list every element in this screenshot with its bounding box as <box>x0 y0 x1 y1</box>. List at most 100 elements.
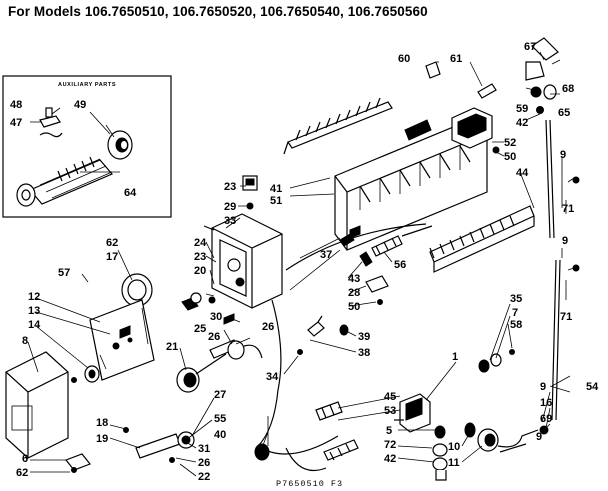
aux-valve-stem <box>45 107 53 118</box>
callout-23: 23 <box>194 251 206 263</box>
part-28-bracket <box>365 275 389 293</box>
leader-lines <box>27 51 575 477</box>
callout-62: 62 <box>106 237 118 249</box>
drawing-code: P7650510 F3 <box>276 479 343 489</box>
mold-inlet <box>404 119 432 141</box>
callout-6: 6 <box>22 453 28 465</box>
part-10-washer <box>464 422 476 438</box>
ice-mold <box>334 107 500 251</box>
part-61-shaft <box>477 83 497 99</box>
callout-71: 71 <box>562 203 574 215</box>
ejector-blade <box>283 97 393 155</box>
callout-71: 71 <box>560 311 572 323</box>
callout-14: 14 <box>28 319 41 331</box>
callout-47: 47 <box>10 117 22 129</box>
diagram-heading: For Models 106.7650510, 106.7650520, 106… <box>8 4 428 19</box>
callout-18: 18 <box>96 417 108 429</box>
callout-26: 26 <box>262 321 274 333</box>
callout-9: 9 <box>540 381 546 393</box>
callout-35: 35 <box>510 293 522 305</box>
callout-40: 40 <box>214 429 226 441</box>
part-45-connector <box>315 401 343 421</box>
callout-59: 59 <box>516 103 528 115</box>
callout-60: 60 <box>398 53 410 65</box>
callout-28: 28 <box>348 287 360 299</box>
part-6-clip <box>65 453 91 471</box>
inset-title: AUXILIARY PARTS <box>58 82 116 88</box>
callout-48: 48 <box>10 99 22 111</box>
callout-31: 31 <box>198 443 210 455</box>
callout-57: 57 <box>58 267 70 279</box>
part-39-grommet <box>339 324 349 336</box>
callout-30: 30 <box>210 311 222 323</box>
callout-16: 16 <box>540 397 552 409</box>
callout-22: 22 <box>198 471 210 483</box>
callout-13: 13 <box>28 305 40 317</box>
callout-42: 42 <box>384 453 396 465</box>
callout-64: 64 <box>124 187 137 199</box>
callout-17: 17 <box>106 251 118 263</box>
callout-58: 58 <box>510 319 522 331</box>
control-housing <box>203 213 283 309</box>
part-38-lever <box>307 321 325 337</box>
callout-34: 34 <box>266 371 279 383</box>
callout-25: 25 <box>194 323 206 335</box>
callout-26: 26 <box>208 331 220 343</box>
callout-61: 61 <box>450 53 462 65</box>
callout-21: 21 <box>166 341 178 353</box>
fill-cup-screw <box>492 146 500 154</box>
callout-38: 38 <box>358 347 370 359</box>
aux-valve-body <box>39 115 61 128</box>
fill-tube-upper <box>545 119 551 239</box>
callout-9: 9 <box>560 149 566 161</box>
auxiliary-parts-inset: AUXILIARY PARTS <box>2 75 172 218</box>
fill-tube-lower <box>551 259 557 421</box>
callout-50: 50 <box>348 301 360 313</box>
callout-56: 56 <box>394 259 406 271</box>
callout-43: 43 <box>348 273 360 285</box>
callout-10: 10 <box>448 441 460 453</box>
part-40-plug <box>254 443 270 461</box>
callout-20: 20 <box>194 265 206 277</box>
callout-41: 41 <box>270 183 282 195</box>
callout-24: 24 <box>194 237 207 249</box>
callout-68: 68 <box>562 83 574 95</box>
aux-fill-tube <box>29 159 113 205</box>
wiring-harness <box>257 299 339 455</box>
callout-69: 69 <box>540 413 552 425</box>
callout-labels: 60 61 67 68 59 65 42 52 50 44 9 71 9 71 … <box>10 41 599 489</box>
callout-53: 53 <box>384 405 396 417</box>
callout-39: 39 <box>358 331 370 343</box>
callout-44: 44 <box>516 167 529 179</box>
mounting-plate <box>89 299 155 381</box>
water-line <box>497 429 539 448</box>
callout-27: 27 <box>214 389 226 401</box>
lower-bracket <box>135 433 181 459</box>
callout-55: 55 <box>214 413 226 425</box>
callout-29: 29 <box>224 201 236 213</box>
front-cover <box>5 351 69 459</box>
callout-50: 50 <box>504 151 516 163</box>
callout-9: 9 <box>536 431 542 443</box>
callout-42: 42 <box>516 117 528 129</box>
callout-9: 9 <box>562 235 568 247</box>
callout-37: 37 <box>320 249 332 261</box>
callout-62: 62 <box>16 467 28 479</box>
callout-7: 7 <box>512 307 518 319</box>
callout-51: 51 <box>270 195 282 207</box>
callout-23: 23 <box>224 181 236 193</box>
callout-19: 19 <box>96 433 108 445</box>
callout-26: 26 <box>198 457 210 469</box>
part-60-clamp <box>425 61 441 79</box>
callout-54: 54 <box>586 381 599 393</box>
callout-1: 1 <box>452 351 458 363</box>
callout-67: 67 <box>524 41 536 53</box>
callout-45: 45 <box>384 391 396 403</box>
callout-11: 11 <box>448 457 460 469</box>
callout-5: 5 <box>386 425 392 437</box>
callout-72: 72 <box>384 439 396 451</box>
water-valve <box>394 393 448 481</box>
thermostat <box>371 235 403 257</box>
